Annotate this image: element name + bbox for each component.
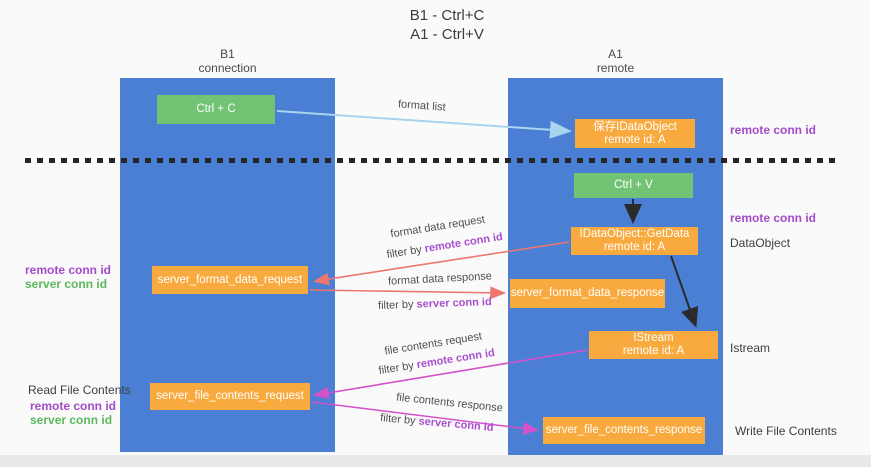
server-format-data-request-label: server_format_data_request: [157, 273, 303, 286]
filter-by-text-2: filter by: [377, 298, 417, 312]
ctrl-c-label: Ctrl + C: [196, 103, 236, 115]
left-column-header: B1 connection: [120, 47, 335, 75]
left-column-subtitle: connection: [198, 61, 257, 75]
right-column-title: A1: [608, 47, 623, 61]
filter-server-conn-id-2: server conn id: [418, 415, 495, 434]
filter-server-conn-id-1: server conn id: [416, 296, 492, 311]
istream-side-label: Istream: [730, 341, 771, 355]
title-line-2: A1 - Ctrl+V: [410, 26, 484, 43]
filter-by-server-2: filter by server conn id: [380, 412, 494, 434]
diagram-title: B1 - Ctrl+C A1 - Ctrl+V: [327, 6, 567, 44]
server-conn-id-left-1: server conn id: [25, 277, 108, 291]
getdata-line1: IDataObject::GetData: [579, 228, 690, 240]
save-dataobject-box: 保存IDataObject remote id: A: [575, 119, 695, 148]
format-data-response-arrow: [309, 286, 507, 300]
read-file-contents-label: Read File Contents: [28, 383, 131, 397]
dataobject-side-label: DataObject: [730, 236, 791, 250]
server-conn-id-left-2: server conn id: [30, 413, 113, 427]
filter-by-text-1: filter by: [385, 243, 426, 262]
istream-line2: remote id: A: [622, 345, 685, 357]
filter-remote-conn-id-1: remote conn id: [423, 230, 504, 256]
istream-line1: IStream: [633, 332, 674, 344]
server-file-contents-request-box: server_file_contents_request: [150, 383, 310, 410]
left-conn-ids-1: remote conn id server conn id: [25, 263, 111, 291]
getdata-line2: remote id: A: [603, 241, 666, 253]
istream-box: IStream remote id: A: [589, 331, 718, 359]
title-line-1: B1 - Ctrl+C: [409, 7, 485, 24]
filter-by-text-4: filter by: [379, 412, 420, 428]
bottom-strip: [0, 455, 871, 467]
right-column-subtitle: remote: [596, 61, 635, 75]
save-dataobject-line1: 保存IDataObject: [593, 120, 677, 133]
filter-by-text-3: filter by: [377, 359, 418, 378]
remote-conn-id-left-2: remote conn id: [30, 399, 117, 413]
write-file-contents-label: Write File Contents: [735, 424, 837, 438]
server-format-data-request-box: server_format_data_request: [152, 266, 308, 294]
server-file-contents-response-label: server_file_contents_response: [545, 424, 703, 436]
remote-conn-id-right-2: remote conn id: [730, 211, 817, 225]
remote-conn-id-left-1: remote conn id: [25, 263, 112, 277]
left-column-title: B1: [220, 47, 235, 61]
server-format-data-response-box: server_format_data_response: [510, 279, 665, 308]
format-list-label: format list: [397, 98, 447, 114]
ctrl-v-label: Ctrl + V: [614, 179, 653, 191]
file-contents-response-label: file contents response: [395, 391, 504, 415]
save-dataobject-line2: remote id: A: [604, 133, 666, 146]
filter-by-server-1: filter by server conn id: [378, 296, 492, 312]
getdata-box: IDataObject::GetData remote id: A: [571, 227, 698, 255]
right-column-header: A1 remote: [508, 47, 723, 75]
server-file-contents-request-label: server_file_contents_request: [156, 390, 304, 402]
dashed-separator-line: [25, 158, 837, 163]
format-data-response-label: format data response: [387, 270, 493, 288]
ctrl-c-box: Ctrl + C: [157, 95, 275, 124]
remote-conn-id-right-1: remote conn id: [730, 123, 817, 137]
ctrl-v-box: Ctrl + V: [574, 173, 693, 198]
server-format-data-response-label: server_format_data_response: [510, 287, 665, 299]
server-file-contents-response-box: server_file_contents_response: [543, 417, 705, 444]
left-conn-ids-2: remote conn id server conn id: [30, 399, 116, 427]
